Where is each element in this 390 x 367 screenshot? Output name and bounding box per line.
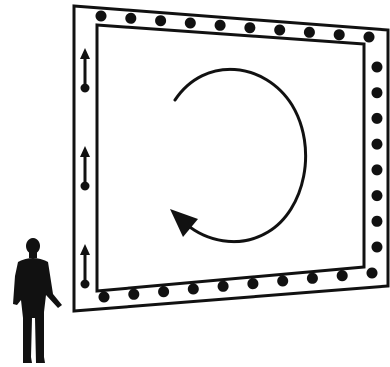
top-bead — [334, 29, 345, 40]
top-bead — [125, 13, 136, 24]
bottom-bead — [247, 278, 258, 289]
bottom-bead — [307, 273, 318, 284]
outer-frame — [74, 6, 388, 311]
rotation-arrowhead-icon — [170, 209, 198, 237]
bottom-bead — [218, 281, 229, 292]
bottom-bead — [367, 268, 378, 279]
right-bead — [372, 113, 383, 124]
top-bead — [364, 32, 375, 43]
up-arrow-icon — [80, 146, 90, 191]
top-bead — [96, 11, 107, 22]
right-bead — [372, 164, 383, 175]
bottom-bead — [158, 286, 169, 297]
right-bead — [372, 242, 383, 253]
top-bead — [215, 20, 226, 31]
top-bead — [155, 15, 166, 26]
right-bead — [372, 190, 383, 201]
arrow-group — [80, 48, 90, 289]
bottom-bead — [128, 289, 139, 300]
right-bead — [372, 87, 383, 98]
person-silhouette-icon — [13, 238, 62, 363]
bottom-bead — [337, 270, 348, 281]
right-bead — [372, 62, 383, 73]
top-bead — [304, 27, 315, 38]
bead-group — [96, 11, 383, 303]
bottom-bead — [99, 292, 110, 303]
bottom-bead — [277, 276, 288, 287]
bottom-bead — [188, 284, 199, 295]
right-bead — [372, 216, 383, 227]
up-arrow-icon — [80, 48, 90, 93]
rotation-arc — [175, 69, 306, 241]
right-bead — [372, 139, 383, 150]
top-bead — [244, 22, 255, 33]
inner-frame — [97, 25, 364, 291]
top-bead — [274, 25, 285, 36]
top-bead — [185, 18, 196, 29]
up-arrow-icon — [80, 244, 90, 289]
